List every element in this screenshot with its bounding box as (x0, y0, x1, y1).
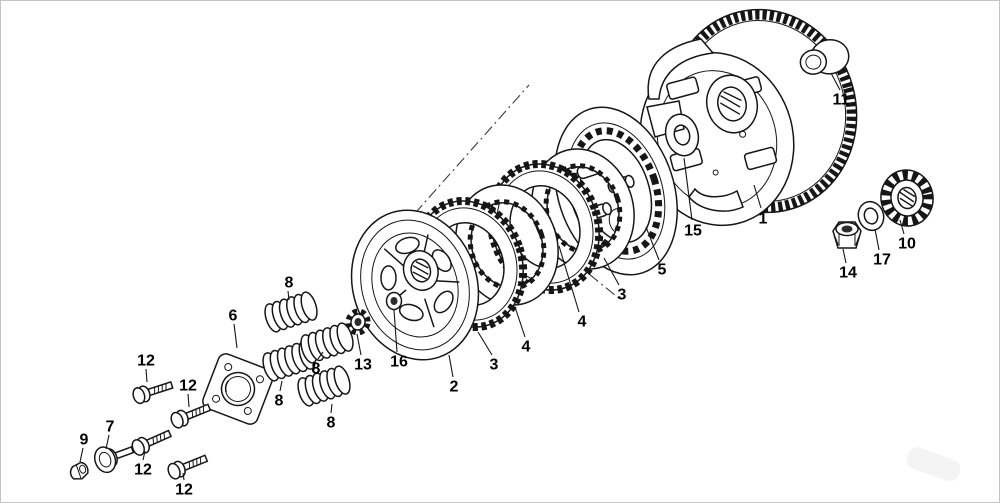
clutch-spring-1 (264, 291, 318, 333)
part-label-pressure-plate: 2 (450, 379, 459, 396)
part-label-clutch-spring-3: 8 (312, 361, 321, 378)
part-label-friction-plate-a: 3 (490, 357, 499, 374)
leader-line-flange-bolt-1 (145, 368, 148, 383)
leader-line-flange-bolt-3 (142, 450, 146, 461)
thrust-washer (664, 113, 700, 157)
leader-line-steel-plate-a (514, 306, 526, 338)
part-label-clutch-basket: 1 (759, 211, 768, 228)
washer-screw (93, 445, 135, 474)
part-label-hub-ring: 16 (390, 354, 408, 371)
leader-line-flange-bolt-4 (182, 472, 185, 481)
leader-line-lifter-plate (233, 323, 238, 349)
leader-line-hub-ring (393, 309, 398, 353)
part-label-flange-bolt-2: 12 (179, 378, 197, 395)
clutch-spring-3 (300, 322, 354, 364)
leader-line-clutch-center (645, 226, 660, 261)
lifter-plate (202, 353, 274, 425)
basket-hub-bore (705, 74, 759, 134)
part-label-flange-nut: 14 (839, 265, 857, 282)
pinion-gear (880, 169, 934, 227)
part-label-friction-plate-b: 3 (618, 287, 627, 304)
leader-line-plain-washer (874, 228, 880, 251)
retainer-clip (69, 461, 89, 480)
leader-line-thrust-washer (683, 157, 693, 221)
clutch-spring-4 (297, 365, 351, 407)
leader-line-friction-plate-b (603, 257, 620, 286)
leader-line-washer-screw (105, 434, 110, 450)
flange-nut (832, 221, 862, 249)
flange-bolt-2 (170, 403, 212, 429)
part-label-retainer-clip: 9 (80, 432, 89, 449)
pressure-plate (350, 209, 480, 361)
leader-line-clutch-spring-2 (279, 380, 283, 392)
part-label-bushing: 11 (833, 92, 850, 109)
leader-line-pressure-plate (448, 354, 454, 378)
leader-line-bushing (830, 72, 841, 91)
part-label-lifter-plate: 6 (229, 308, 238, 325)
leader-line-flange-nut (842, 248, 847, 264)
part-label-spring-retainer: 13 (354, 357, 372, 374)
spokes (380, 234, 460, 328)
hub-ring (385, 291, 403, 311)
leader-line-clutch-spring-3 (317, 351, 324, 360)
leader-line-clutch-basket (753, 184, 762, 209)
leader-line-clutch-spring-4 (330, 403, 333, 414)
part-label-washer-screw: 7 (106, 419, 115, 436)
leader-line-spring-retainer (356, 333, 362, 356)
plain-washer (857, 200, 885, 232)
part-label-clutch-spring-1: 8 (285, 275, 294, 292)
part-label-pinion-gear: 10 (898, 236, 916, 253)
leader-line-clutch-spring-1 (287, 290, 290, 301)
watermark (906, 447, 961, 482)
part-label-clutch-center: 5 (658, 262, 667, 279)
flange-bolt-4 (167, 454, 209, 480)
part-label-clutch-spring-4: 8 (327, 415, 336, 432)
bushing (799, 38, 850, 75)
leader-line-steel-plate-b (558, 245, 580, 313)
leader-line-pinion-gear (899, 219, 905, 235)
flange-bolt-3 (131, 429, 173, 456)
leader-line-flange-bolt-2 (187, 393, 190, 408)
spring-retainer (345, 308, 371, 336)
part-label-steel-plate-b: 4 (578, 314, 587, 331)
centerline (400, 84, 622, 301)
part-label-clutch-spring-2: 8 (275, 393, 284, 410)
part-label-flange-bolt-1: 12 (137, 353, 155, 370)
leader-line-retainer-clip (79, 447, 84, 463)
part-label-flange-bolt-3: 12 (134, 462, 152, 479)
part-label-steel-plate-a: 4 (522, 339, 531, 356)
leader-line-friction-plate-a (477, 331, 493, 356)
part-label-flange-bolt-4: 12 (175, 482, 193, 499)
part-label-plain-washer: 17 (873, 252, 891, 269)
flange-bolt-1 (132, 380, 174, 405)
part-label-thrust-washer: 15 (684, 223, 702, 240)
pressure-plate-hub (402, 250, 439, 291)
